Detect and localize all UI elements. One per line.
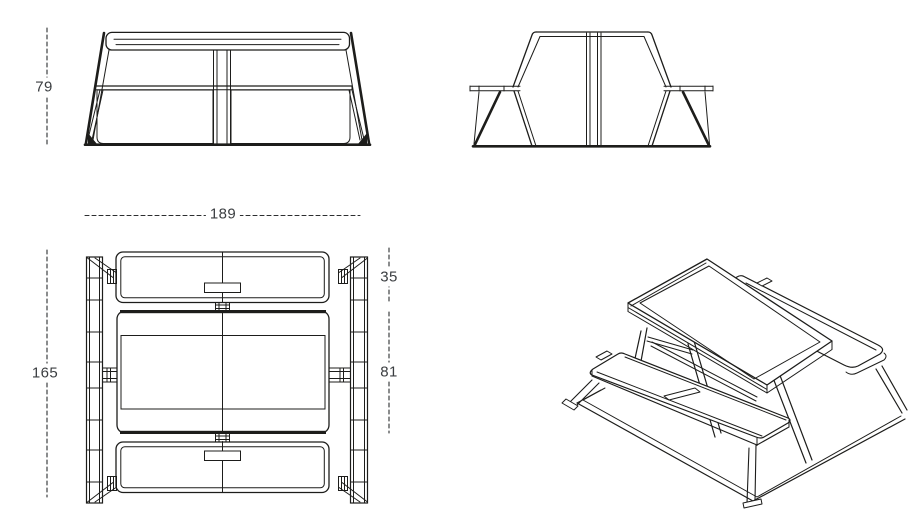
front-elevation-view [83,31,372,146]
top-plan-view [85,251,369,504]
dimension-label-overall-length: 189 [205,204,241,224]
dimension-label-overall-height: 79 [31,77,57,97]
isometric-view [561,258,908,509]
side-elevation-view [469,31,714,148]
dimension-label-bench-depth: 35 [376,267,402,287]
dimension-label-overall-depth: 165 [27,363,63,383]
dimension-label-tabletop-depth: 81 [376,362,402,382]
